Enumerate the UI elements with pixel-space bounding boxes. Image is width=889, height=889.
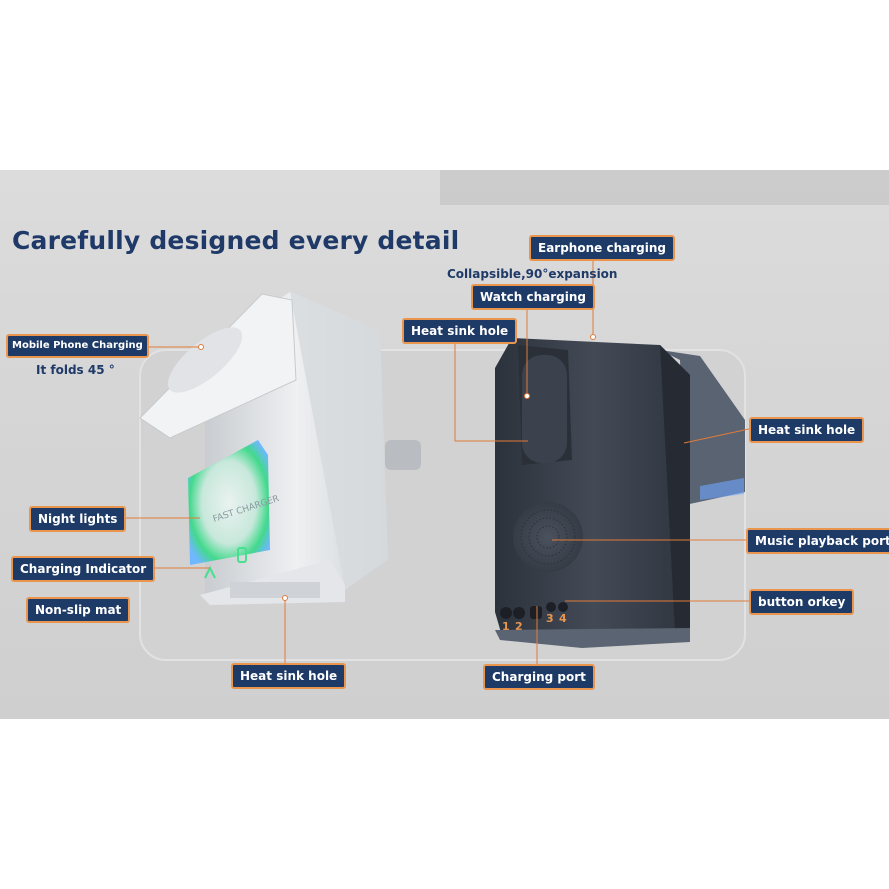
port-number-1: 1: [502, 620, 510, 633]
callout-charging-indicator: Charging Indicator: [11, 556, 156, 582]
callout-heat-sink-hole-bottom: Heat sink hole: [231, 663, 347, 689]
fold-45-caption: It folds 45 °: [36, 363, 115, 377]
port-number-2: 2: [515, 620, 523, 633]
callout-charging-port: Charging port: [483, 664, 595, 690]
callout-heat-sink-hole-right: Heat sink hole: [749, 417, 865, 443]
page-headline: Carefully designed every detail: [12, 226, 460, 255]
white-charger: FAST CHARGER: [139, 292, 421, 605]
fold-90-caption: Collapsible,90°expansion: [447, 267, 618, 281]
speaker-grille: [513, 502, 583, 572]
callout-earphone-charging: Earphone charging: [529, 235, 675, 261]
callout-watch-charging: Watch charging: [471, 284, 595, 310]
background-streak: [440, 170, 889, 205]
port-number-3: 3: [546, 612, 554, 625]
callout-heat-sink-hole-left: Heat sink hole: [402, 318, 518, 344]
callout-night-lights: Night lights: [29, 506, 127, 532]
callout-mobile-phone-charging: Mobile Phone Charging: [6, 334, 149, 358]
port-number-4: 4: [559, 612, 567, 625]
dark-charger: 1 2 3 4: [495, 338, 745, 648]
callout-music-playback-port: Music playback port: [746, 528, 889, 554]
callout-non-slip-mat: Non-slip mat: [26, 597, 131, 623]
leader-lines: [117, 258, 750, 664]
callout-button-orkey: button orkey: [749, 589, 855, 615]
